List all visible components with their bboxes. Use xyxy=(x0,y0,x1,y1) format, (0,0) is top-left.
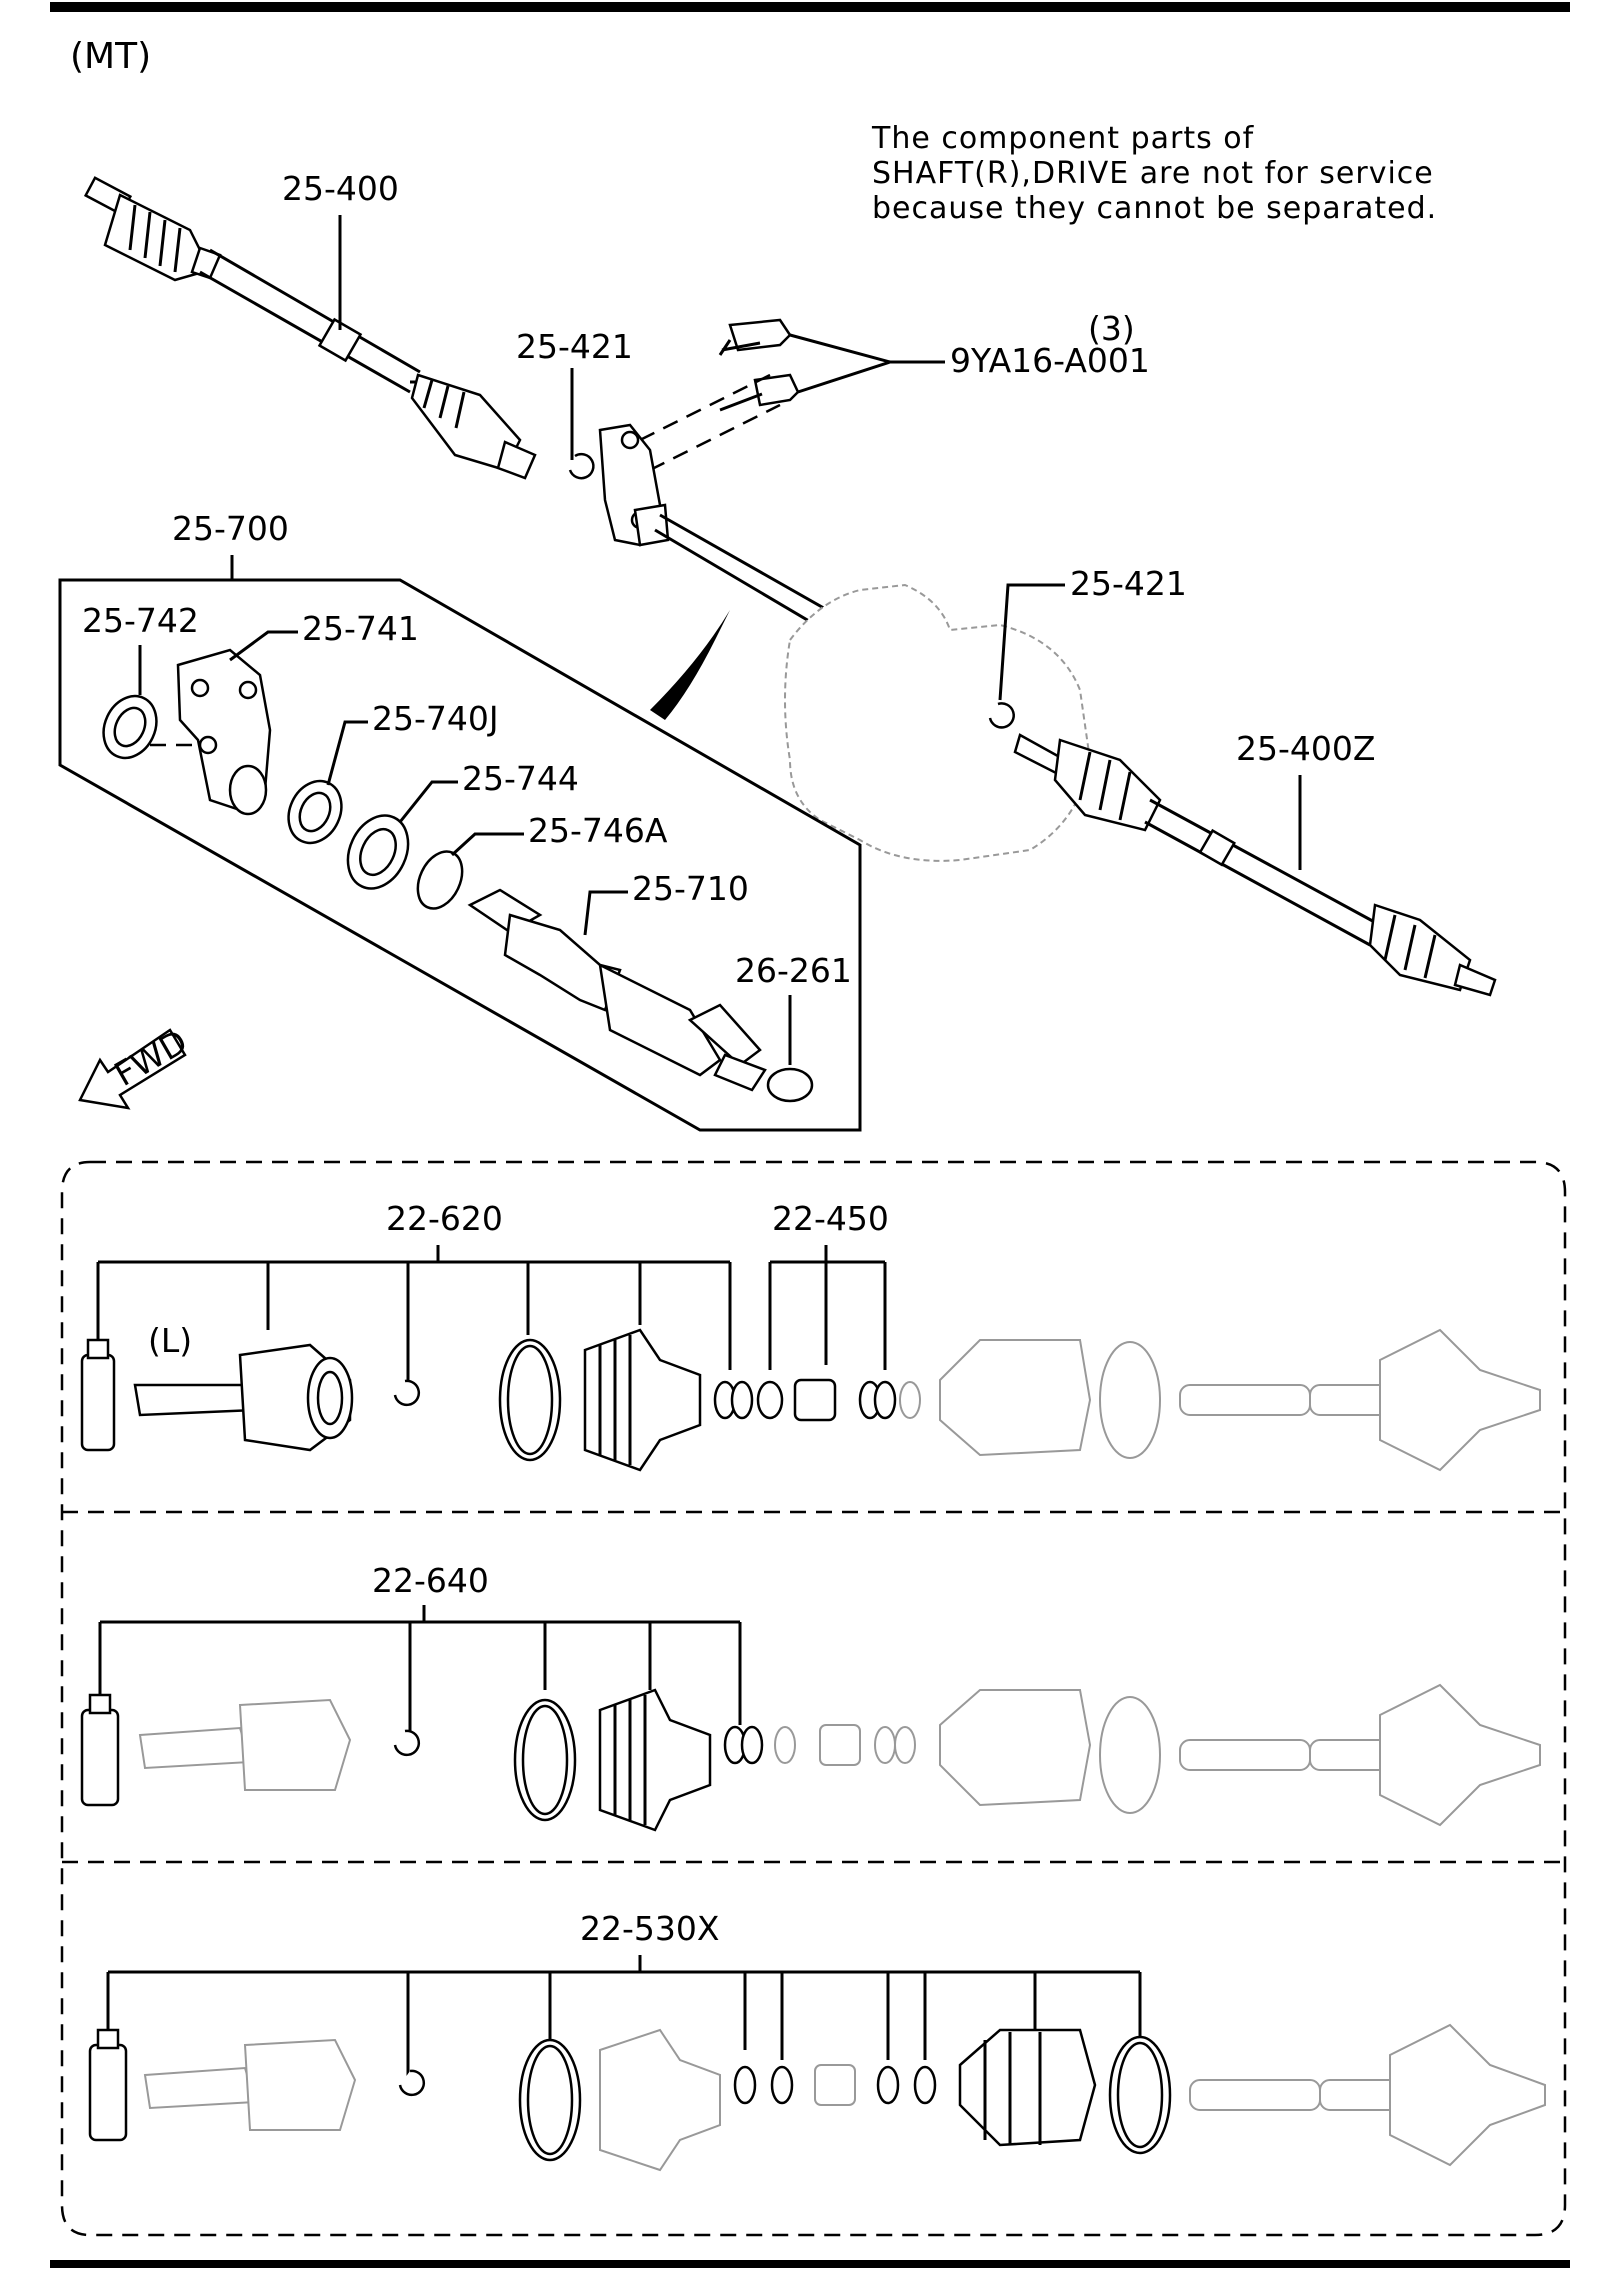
callout-9ya16-qty: (3) xyxy=(1088,309,1135,348)
direction-swoosh xyxy=(650,610,730,720)
kit-25-700-panel xyxy=(58,578,862,1132)
kits-frame xyxy=(60,1160,1567,2237)
bracket-25-741 xyxy=(150,648,272,816)
callout-9ya16: 9YA16-A001 xyxy=(950,341,1150,380)
fwd-arrow-icon: FWD xyxy=(78,1022,194,1110)
bearing-25-740j xyxy=(287,779,343,845)
callout-22-450: 22-450 xyxy=(772,1199,889,1238)
ring-25-746a xyxy=(416,850,464,910)
callout-25-746a: 25-746A xyxy=(528,811,668,850)
snap-ring-25-421-b xyxy=(988,702,1015,729)
shaft-25-710 xyxy=(467,888,767,1092)
svg-text:SHAFT(R),DRIVE are not for ser: SHAFT(R),DRIVE are not for service xyxy=(872,156,1434,191)
variant-label: (MT) xyxy=(70,36,151,77)
kit-row-22-640: 22-640 xyxy=(80,1561,1541,1832)
callout-22-530x: 22-530X xyxy=(580,1909,720,1948)
callout-22-640: 22-640 xyxy=(372,1561,489,1600)
callout-25-400z: 25-400Z xyxy=(1236,729,1376,768)
top-rule xyxy=(50,2,1570,12)
callout-25-710: 25-710 xyxy=(632,869,749,908)
callout-22-620: 22-620 xyxy=(386,1199,503,1238)
callout-25-421-a: 25-421 xyxy=(516,327,633,366)
seal-26-261 xyxy=(766,1067,814,1103)
svg-text:because they cannot be separat: because they cannot be separated. xyxy=(872,191,1437,226)
drive-shaft-right[interactable] xyxy=(1013,733,1497,997)
drive-shaft-left[interactable] xyxy=(83,176,537,480)
callout-25-740j: 25-740J xyxy=(372,699,499,738)
svg-text:FWD: FWD xyxy=(108,1022,194,1094)
callout-25-741: 25-741 xyxy=(302,609,419,648)
service-note: The component parts of SHAFT(R),DRIVE ar… xyxy=(871,121,1437,226)
bolt-9ya16 xyxy=(718,318,800,412)
ring-25-744 xyxy=(346,814,410,890)
callout-25-742: 25-742 xyxy=(82,601,199,640)
callout-25-700: 25-700 xyxy=(172,509,289,548)
callout-25-421-b: 25-421 xyxy=(1070,564,1187,603)
callout-26-261: 26-261 xyxy=(735,951,852,990)
callout-25-744: 25-744 xyxy=(462,759,579,798)
side-label-l: (L) xyxy=(148,1321,192,1360)
snap-ring-25-421-a xyxy=(568,452,595,480)
leader-9ya16 xyxy=(789,333,945,394)
kit-row-22-530x: 22-530X xyxy=(88,1909,1546,2172)
svg-text:The component parts of: The component parts of xyxy=(871,121,1255,156)
kit-row-22-620: 22-620 22-450 (L) xyxy=(80,1199,1541,1472)
bottom-rule xyxy=(50,2260,1570,2268)
seal-25-742 xyxy=(102,694,158,760)
callout-25-400: 25-400 xyxy=(282,169,399,208)
transmission-outline xyxy=(784,583,1092,862)
